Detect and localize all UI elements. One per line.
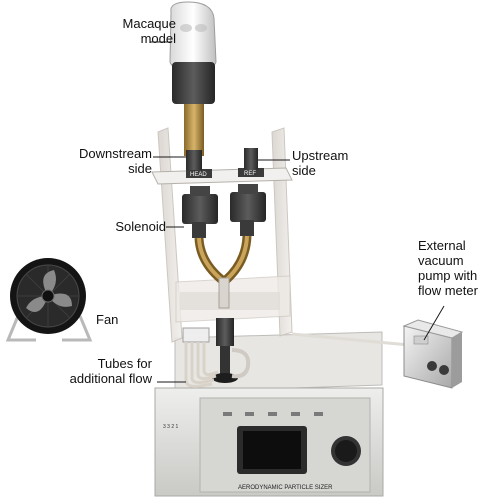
label-upstream-line1: Upstream — [292, 148, 349, 163]
leader-pump — [423, 305, 445, 341]
fan — [5, 258, 93, 342]
aps-knob-center — [335, 440, 357, 462]
mounting-plate: HEAD REF — [151, 167, 293, 185]
flow-tube — [196, 342, 217, 380]
label-macaque-line1: Macaque — [122, 16, 176, 31]
label-solenoid: Solenoid — [100, 219, 166, 234]
fan-hub — [41, 289, 55, 303]
label-downstream-side: Downstream side — [60, 146, 152, 176]
solenoid-right-outlet — [240, 220, 254, 236]
label-pump-line4: flow meter — [418, 283, 478, 298]
external-vacuum-pump — [402, 319, 464, 389]
solenoid-left-outlet — [192, 222, 206, 238]
fan-stand-left — [5, 315, 36, 342]
pump-side — [452, 332, 462, 388]
label-external-pump: External vacuum pump with flow meter — [418, 238, 488, 298]
aps-button — [291, 412, 300, 416]
label-solenoid-text: Solenoid — [115, 219, 166, 234]
tube-manifold — [182, 327, 210, 343]
inlet-side-tube — [231, 348, 251, 379]
pump-connection-tube — [291, 332, 421, 348]
label-pump-line1: External — [418, 238, 466, 253]
macaque-eye-left — [180, 24, 192, 32]
y-branch-right-highlight — [224, 235, 249, 282]
plate-ref-tag — [238, 168, 264, 177]
head-outlet-tube — [184, 104, 204, 156]
pump-port-right — [439, 365, 449, 375]
aps-button — [245, 412, 254, 416]
label-tubes-line2: additional flow — [69, 371, 152, 386]
label-downstream-line2: side — [128, 161, 152, 176]
macaque-eye-right — [195, 24, 207, 32]
solenoid-left — [182, 194, 218, 224]
pump-port-left — [427, 361, 437, 371]
callout-lines — [150, 41, 445, 383]
label-pump-line2: vacuum — [418, 253, 464, 268]
fan-blade — [26, 296, 48, 312]
aps-name-text: AERODYNAMIC PARTICLE SIZER — [238, 485, 333, 491]
flow-tube — [202, 342, 219, 376]
solenoid-right-cap — [238, 184, 258, 194]
inlet-neck — [220, 346, 230, 374]
fan-stand-right — [62, 315, 93, 342]
aps-display-screen — [243, 431, 301, 469]
aps-button — [223, 412, 232, 416]
ref-tube-fitting — [244, 148, 258, 170]
y-branch-left-highlight — [197, 237, 224, 282]
aps-button-row — [223, 412, 323, 416]
macaque-model — [169, 1, 217, 170]
inlet-base — [212, 373, 238, 383]
additional-flow-tubes — [182, 327, 219, 388]
label-upstream-line2: side — [292, 163, 316, 178]
solenoid-valves — [182, 184, 266, 238]
pump-flow-meter — [413, 335, 429, 345]
solenoid-left-cap — [190, 186, 210, 196]
support-frame — [157, 127, 293, 343]
plate-ref-text: REF — [244, 171, 256, 177]
plate-head-text: HEAD — [190, 172, 207, 178]
flow-tube — [190, 342, 215, 384]
y-junction — [194, 235, 252, 309]
label-macaque-line2: model — [140, 31, 176, 46]
inlet-body — [216, 318, 234, 346]
frame-crossbar-shadow — [180, 292, 280, 310]
macaque-head — [169, 1, 217, 71]
head-outlet-fitting — [186, 150, 202, 170]
aps-side-digits: 3 3 2 1 — [163, 424, 179, 430]
plate-surface — [151, 167, 293, 185]
label-fan-text: Fan — [96, 312, 119, 327]
aps-button — [314, 412, 323, 416]
label-downstream-line1: Downstream — [79, 146, 152, 161]
label-tubes-line1: Tubes for — [97, 356, 152, 371]
instrument-inlet — [212, 318, 251, 383]
fan-blade — [43, 270, 56, 296]
label-upstream-side: Upstream side — [292, 148, 372, 178]
aps-instrument: 3 3 2 1 AERODYNAMIC PARTICLE SIZER — [154, 331, 384, 497]
label-pump-line3: pump with — [418, 268, 478, 283]
plate-head-tag — [186, 169, 212, 178]
label-tubes-additional-flow: Tubes for additional flow — [40, 356, 152, 386]
solenoid-right — [230, 192, 266, 222]
y-stem — [218, 277, 230, 309]
label-fan: Fan — [96, 312, 136, 327]
aps-button — [268, 412, 277, 416]
flow-tube — [184, 342, 213, 388]
label-macaque-model: Macaque model — [86, 16, 176, 46]
macaque-collar — [172, 62, 215, 104]
